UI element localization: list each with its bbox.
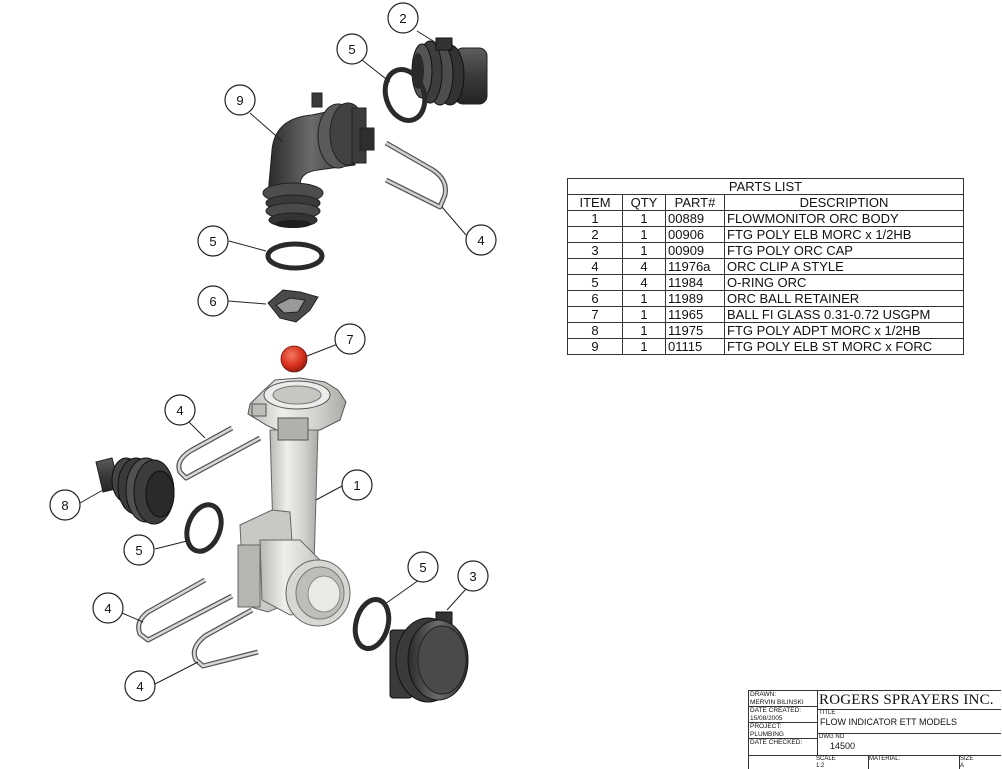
title-block-info-column: DRAWN: MERVIN BILINSKI DATE CREATED: 15/… (749, 691, 818, 755)
svg-text:6: 6 (209, 294, 216, 309)
svg-text:9: 9 (236, 93, 243, 108)
scale-label: SCALE (816, 756, 836, 762)
material-cell: MATERIAL: (868, 756, 960, 769)
parts-list-title: PARTS LIST (567, 178, 964, 195)
size-value: A (960, 763, 965, 769)
balloon-1: 1 (341, 469, 373, 501)
svg-text:5: 5 (419, 560, 426, 575)
balloon-4-top: 4 (465, 224, 497, 256)
balloon-5-left: 5 (123, 534, 155, 566)
balloon-7: 7 (334, 323, 366, 355)
part-8-adapter-hose-barb (95, 457, 175, 525)
title-box: TITLE FLOW INDICATOR ETT MODELS (818, 709, 1001, 734)
title-block: DRAWN: MERVIN BILINSKI DATE CREATED: 15/… (748, 690, 1001, 769)
svg-text:7: 7 (346, 332, 353, 347)
drawn-label: DRAWN: (750, 691, 777, 698)
part-9-elbow-fitting (262, 92, 375, 228)
col-header-part: PART# (665, 194, 725, 211)
title-label: TITLE (819, 710, 836, 716)
drawn-by: MERVIN BILINSKI (749, 699, 817, 707)
part-4-clip-lower-1 (136, 577, 234, 643)
balloon-9: 9 (224, 84, 256, 116)
part-6-ball-retainer (267, 289, 319, 323)
part-4-clip-lower-2 (191, 607, 259, 669)
svg-text:4: 4 (104, 601, 111, 616)
balloon-3: 3 (457, 560, 489, 592)
part-4-clip-top (384, 140, 448, 210)
col-header-qty: QTY (622, 194, 666, 211)
balloon-5-top: 5 (336, 33, 368, 65)
svg-text:4: 4 (136, 679, 143, 694)
dwg-number: 14500 (830, 741, 856, 751)
date-created-label: DATE CREATED: (750, 707, 802, 714)
balloon-8: 8 (49, 489, 81, 521)
part-4-clip-middle (176, 425, 262, 481)
material-label: MATERIAL: (869, 756, 901, 762)
size-label: SIZE (960, 756, 974, 762)
project-label: PROJECT: (750, 723, 782, 730)
svg-text:5: 5 (135, 543, 142, 558)
part-1-flowmonitor-body (237, 377, 351, 627)
svg-text:1: 1 (353, 478, 360, 493)
part-7-glass-ball (280, 345, 308, 373)
col-header-description: DESCRIPTION (724, 194, 964, 211)
part-5-o-ring-middle (265, 241, 325, 271)
balloon-4-lower-1: 4 (92, 592, 124, 624)
svg-text:3: 3 (469, 569, 476, 584)
project: PLUMBING (749, 731, 817, 739)
part-5-o-ring-top (382, 67, 428, 123)
balloon-4-lower-2: 4 (124, 670, 156, 702)
svg-text:4: 4 (176, 403, 183, 418)
dwg-number-box: DWG NO 14500 (818, 733, 1001, 756)
drawing-title: FLOW INDICATOR ETT MODELS (820, 717, 958, 727)
svg-text:5: 5 (348, 42, 355, 57)
date-created: 15/08/2005 (749, 715, 817, 723)
company-name: ROGERS SPRAYERS INC. (819, 692, 994, 708)
balloon-5-right: 5 (407, 551, 439, 583)
balloon-6: 6 (197, 285, 229, 317)
balloon-5-middle: 5 (197, 225, 229, 257)
svg-text:5: 5 (209, 234, 216, 249)
svg-text:4: 4 (477, 233, 484, 248)
part-5-o-ring-right (352, 596, 392, 652)
svg-text:8: 8 (61, 498, 68, 513)
balloon-2-top: 2 (387, 2, 419, 34)
svg-text:2: 2 (399, 11, 406, 26)
col-header-item: ITEM (567, 194, 623, 211)
dwg-no-label: DWG NO (819, 734, 845, 740)
scale-value: 1:2 (816, 763, 825, 769)
part-5-o-ring-left (184, 502, 224, 554)
balloon-4-middle: 4 (164, 394, 196, 426)
date-checked-label: DATE CHECKED: (750, 739, 803, 746)
part-3-orc-cap (389, 611, 469, 703)
